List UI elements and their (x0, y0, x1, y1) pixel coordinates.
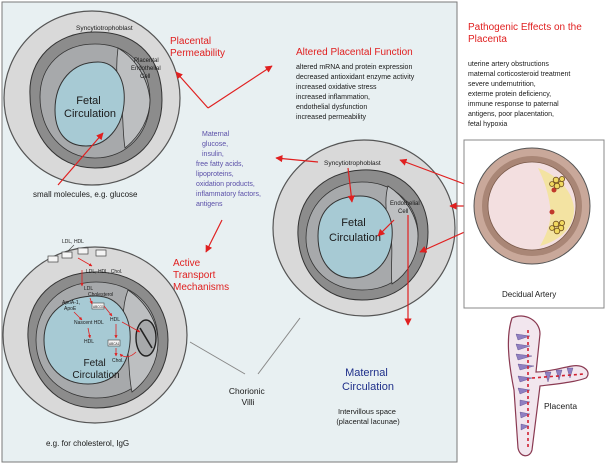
top-villus-cell (3, 10, 181, 186)
maternal-circulation-heading: Maternal Circulation (342, 367, 394, 393)
cholesterol-igg-caption: e.g. for cholesterol, IgG (46, 439, 129, 448)
factors-to-transport-arrow (205, 219, 223, 253)
altered-function-heading: Altered Placental Function (296, 47, 413, 58)
ldl-hdl-arrow-2 (77, 257, 93, 267)
intervillous-space-label: Intervillous space (placental lacunae) (336, 407, 400, 426)
small-molecules-caption: small molecules, e.g. glucose (33, 190, 138, 199)
placenta-illustration (507, 315, 589, 457)
center-fetal-circulation-label: Fetal Circulation (329, 217, 381, 244)
altered-function-arrow (207, 65, 273, 109)
placental-permeability-heading: Placental Permeability (170, 36, 225, 59)
to-maternal-factors-arrow (275, 155, 319, 163)
abca1-label: ABCA1 (109, 342, 120, 346)
abcg1-label: ABCG1 (93, 305, 104, 309)
maternal-factors-list: Maternal glucose, insulin, free fatty ac… (196, 131, 263, 208)
ldl-cholesterol-label: LDL Cholesterol (84, 286, 113, 298)
permeability-arrow (175, 71, 209, 109)
bottom-fetal-circulation-label: Fetal Circulation (72, 358, 119, 381)
center-villus-cell (272, 139, 456, 317)
placenta-label: Placenta (544, 401, 577, 411)
chol-label: Chol. (112, 358, 124, 364)
pathogenic-effects-list: uterine artery obstructions maternal cor… (468, 61, 572, 128)
active-transport-heading: Active Transport Mechanisms (173, 258, 229, 293)
chorionic-villi-label: Chorionic Villi (229, 386, 267, 407)
top-fetal-circulation-label: Fetal Circulation (64, 95, 116, 120)
lipoprotein-boxes (47, 247, 107, 263)
decidual-artery-label: Decidual Artery (502, 290, 556, 299)
syncytio-down-arrow (347, 167, 355, 203)
chorionic-villi-pointer-left (189, 341, 246, 375)
ldl-hdl-label: LDL, HDL (62, 239, 84, 245)
bottom-villus-cell (2, 246, 188, 424)
altered-function-list: altered mRNA and protein expression decr… (296, 64, 416, 121)
abca1-box (107, 339, 121, 347)
center-endothelial-label: Endothelial Cell (390, 201, 421, 215)
ldl-hdl-arrow (67, 244, 75, 252)
cholesterol-transport-arrows (73, 297, 141, 358)
top-syncytiotrophoblast-label: Syncytiotrophoblast (76, 25, 133, 32)
center-syncytiotrophoblast-label: Syncytiotrophoblast (324, 160, 381, 167)
chorionic-villi-pointer-right (257, 317, 301, 375)
ldl-hdl-chol-label: LDL, HDL, Chol. (86, 269, 122, 275)
endothelial-in-arrow (377, 219, 395, 237)
decidual-artery (473, 147, 591, 265)
hdl-left-label: HDL (84, 339, 94, 345)
small-molecules-arrow (57, 132, 104, 186)
nascent-hdl-label: Nascent HDL (74, 320, 104, 326)
hdl-right-label: HDL (110, 317, 120, 323)
pathogenic-effects-heading: Pathogenic Effects on the Placenta (468, 22, 585, 45)
apoa-label: ApoA-1, ApoE (62, 300, 81, 312)
top-endothelial-label: Placental Endothelial Cell (131, 58, 162, 80)
